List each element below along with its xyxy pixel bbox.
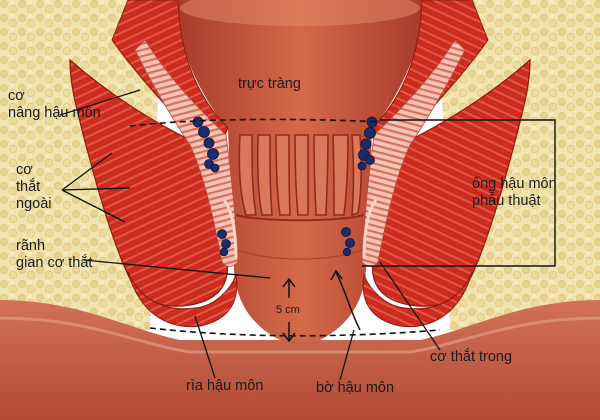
surgical-canal-bracket	[362, 119, 556, 267]
label-external-sphincter: cơ thắt ngoài	[16, 162, 52, 212]
vein-clusters	[192, 116, 378, 257]
label-intersphincteric-groove: rãnh gian cơ thắt	[16, 238, 93, 271]
length-arrow	[282, 277, 296, 343]
perineal-skin	[0, 300, 600, 420]
external-sphincter-lower-right	[362, 271, 473, 328]
label-internal-sphincter: cơ thắt trong	[430, 349, 513, 365]
anal-columns	[238, 134, 363, 217]
label-anal-verge: rìa hậu môn	[186, 378, 264, 394]
label-levator-ani: cơ nâng hậu môn	[8, 88, 101, 121]
label-length: 5 cm	[276, 304, 300, 316]
external-sphincter-left	[69, 58, 228, 307]
internal-sphincter-left	[134, 39, 239, 267]
label-anal-margin: bờ hậu môn	[316, 380, 395, 396]
anal-verge-line	[149, 327, 441, 337]
label-rectum: trực tràng	[238, 76, 301, 92]
anal-margin-arrow	[330, 269, 361, 331]
label-surgical-anal-canal: ống hậu môn phẫu thuật	[472, 176, 557, 209]
leader-lines	[59, 89, 441, 381]
anorectal-ring-line	[129, 118, 381, 127]
